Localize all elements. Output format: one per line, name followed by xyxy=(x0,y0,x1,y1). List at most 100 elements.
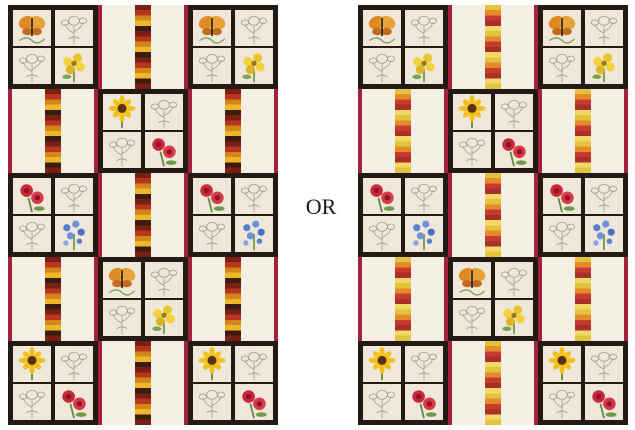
quilt-column xyxy=(98,5,188,425)
sunflower-icon xyxy=(453,94,491,130)
floral-stripe xyxy=(135,173,151,257)
quilt-block xyxy=(98,89,188,173)
or-separator: OR xyxy=(297,195,345,219)
quilt-layout-left xyxy=(8,5,278,425)
sketch-flower-icon xyxy=(103,132,141,168)
quilt-sashing xyxy=(188,89,278,173)
sketch-flower-icon xyxy=(405,346,443,382)
quilt-block xyxy=(538,341,628,425)
quilt-block xyxy=(188,5,278,89)
red-rail xyxy=(624,257,628,341)
quilt-sashing xyxy=(8,89,98,173)
red-rail xyxy=(188,257,192,341)
sketch-flower-icon xyxy=(363,48,401,84)
quilt-sashing xyxy=(98,5,188,89)
sketch-flower-icon xyxy=(193,48,231,84)
sketch-flower-icon xyxy=(405,10,443,46)
floral-stripe xyxy=(395,89,411,173)
floral-stripe xyxy=(135,341,151,425)
quilt-sashing xyxy=(188,257,278,341)
floral-stripe xyxy=(135,5,151,89)
yellow-flower-icon xyxy=(235,48,273,84)
sketch-flower-icon xyxy=(495,94,533,130)
butterfly-icon xyxy=(13,10,51,46)
sunflower-icon xyxy=(13,346,51,382)
butterfly-icon xyxy=(543,10,581,46)
quilt-block xyxy=(188,173,278,257)
red-rose-icon xyxy=(235,384,273,420)
quilt-column xyxy=(188,5,278,425)
yellow-flower-icon xyxy=(585,48,623,84)
floral-stripe xyxy=(485,5,501,89)
sketch-flower-icon xyxy=(543,384,581,420)
quilt-sashing xyxy=(358,89,448,173)
red-rail xyxy=(448,173,452,257)
floral-stripe xyxy=(225,89,241,173)
floral-stripe xyxy=(225,257,241,341)
sketch-flower-icon xyxy=(585,178,623,214)
quilt-block xyxy=(188,341,278,425)
sketch-flower-icon xyxy=(55,346,93,382)
quilt-column xyxy=(538,5,628,425)
red-rail xyxy=(538,89,542,173)
blue-flower-icon xyxy=(235,216,273,252)
quilt-sashing xyxy=(538,257,628,341)
sketch-flower-icon xyxy=(585,346,623,382)
blue-flower-icon xyxy=(585,216,623,252)
sketch-flower-icon xyxy=(13,216,51,252)
quilt-column xyxy=(8,5,98,425)
red-rail xyxy=(624,89,628,173)
red-rail xyxy=(274,257,278,341)
floral-stripe xyxy=(575,89,591,173)
quilt-block xyxy=(538,5,628,89)
sketch-flower-icon xyxy=(543,48,581,84)
butterfly-icon xyxy=(103,262,141,298)
quilt-block xyxy=(8,341,98,425)
floral-stripe xyxy=(45,257,61,341)
quilt-column xyxy=(358,5,448,425)
floral-stripe xyxy=(395,257,411,341)
sunflower-icon xyxy=(543,346,581,382)
butterfly-icon xyxy=(363,10,401,46)
sketch-flower-icon xyxy=(145,262,183,298)
red-rail xyxy=(448,5,452,89)
quilt-sashing xyxy=(8,257,98,341)
sunflower-icon xyxy=(193,346,231,382)
sunflower-icon xyxy=(103,94,141,130)
quilt-sashing xyxy=(448,341,538,425)
red-rail xyxy=(98,5,102,89)
red-rose-icon xyxy=(405,384,443,420)
sunflower-icon xyxy=(363,346,401,382)
quilt-block xyxy=(358,173,448,257)
sketch-flower-icon xyxy=(193,384,231,420)
blue-flower-icon xyxy=(405,216,443,252)
sketch-flower-icon xyxy=(543,216,581,252)
quilt-sashing xyxy=(448,5,538,89)
red-rail xyxy=(274,89,278,173)
red-rose-icon xyxy=(543,178,581,214)
sketch-flower-icon xyxy=(235,346,273,382)
red-rail xyxy=(98,341,102,425)
red-rail xyxy=(98,173,102,257)
sketch-flower-icon xyxy=(145,94,183,130)
red-rose-icon xyxy=(193,178,231,214)
yellow-flower-icon xyxy=(55,48,93,84)
red-rail xyxy=(358,257,362,341)
red-rail xyxy=(8,257,12,341)
red-rose-icon xyxy=(55,384,93,420)
yellow-flower-icon xyxy=(405,48,443,84)
quilt-sashing xyxy=(358,257,448,341)
red-rose-icon xyxy=(495,132,533,168)
sketch-flower-icon xyxy=(13,48,51,84)
quilt-sashing xyxy=(538,89,628,173)
quilt-sashing xyxy=(98,173,188,257)
red-rose-icon xyxy=(585,384,623,420)
quilt-block xyxy=(8,5,98,89)
sketch-flower-icon xyxy=(453,300,491,336)
sketch-flower-icon xyxy=(103,300,141,336)
quilt-column xyxy=(448,5,538,425)
quilt-block xyxy=(358,5,448,89)
quilt-block xyxy=(358,341,448,425)
yellow-flower-icon xyxy=(145,300,183,336)
butterfly-icon xyxy=(193,10,231,46)
